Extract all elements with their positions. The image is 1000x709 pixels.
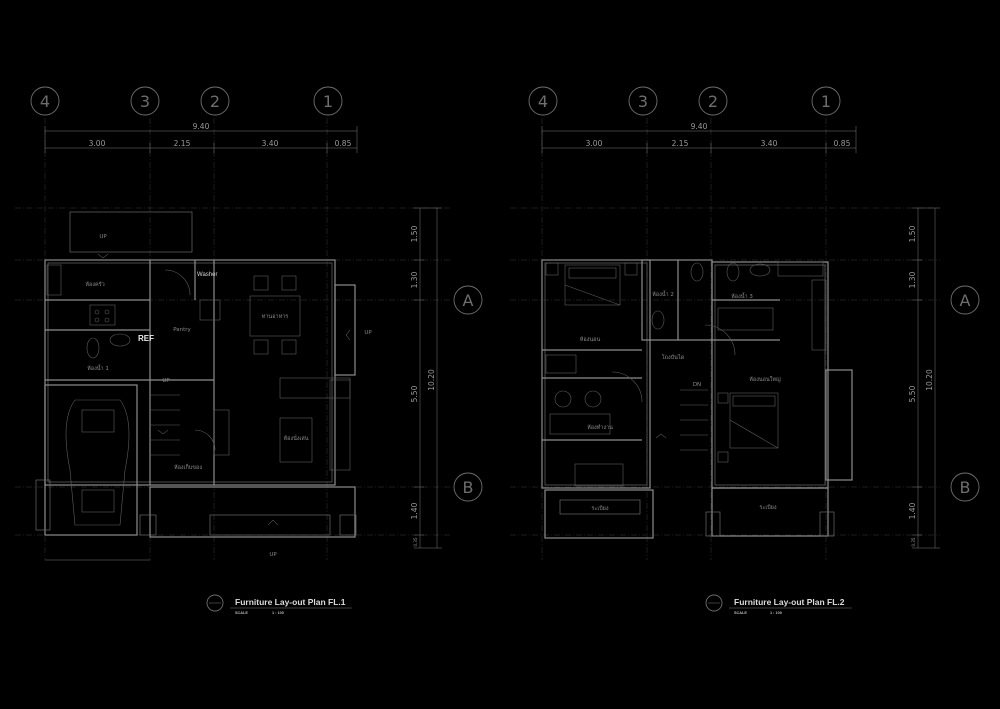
room-label: ห้องนอนใหญ่ (749, 376, 781, 383)
column-dim-label: 3.00 (586, 139, 603, 148)
row-dim-label: 0.35 (413, 537, 418, 546)
room-label: ห้องน้ำ 1 (87, 364, 109, 372)
row-dim-label: 1.40 (908, 502, 917, 519)
svg-text:B: B (960, 478, 971, 497)
grid-bubble-b: B (453, 472, 483, 502)
room-label: ห้องครัว (85, 281, 104, 288)
row-dim-label: 5.50 (908, 385, 917, 402)
room-label: ห้องน้ำ 3 (731, 292, 753, 300)
column-dim-label: 3.40 (262, 139, 279, 148)
room-label: ห้องเก็บของ (174, 463, 202, 471)
column-dim-label: 3.40 (761, 139, 778, 148)
room-labels: ห้องครัว ห้องน้ำ 1 ทานอาหาร ห้องนั่งเล่น… (85, 281, 308, 471)
title-block-fl2: Furniture Lay-out Plan FL.2 SCALE 1 : 10… (705, 594, 852, 615)
room-labels: ห้องนอน ห้องน้ำ 2 ห้องน้ำ 3 ห้องนอนใหญ่ … (580, 290, 781, 512)
row-dim-label: 1.50 (908, 225, 917, 242)
grid-bubble-2: 2 (200, 86, 230, 116)
row-dim-label: 1.30 (908, 271, 917, 288)
grid-bubble-3: 3 (628, 86, 658, 116)
tags: DN (655, 382, 701, 439)
svg-text:2: 2 (708, 92, 718, 111)
svg-text:3: 3 (638, 92, 648, 111)
ref-tag: REF (138, 334, 154, 343)
overall-width-label: 9.40 (691, 122, 708, 131)
room-label: ทานอาหาร (262, 314, 289, 320)
walls (541, 259, 853, 539)
dimension-top: 9.40 3.00 2.15 3.40 0.85 (541, 122, 857, 153)
row-dim-label: 1.40 (410, 502, 419, 519)
grid-bubble-4: 4 (528, 86, 558, 116)
svg-text:1: 1 (323, 92, 333, 111)
scale-value: 1 : 100 (770, 611, 782, 615)
down-tag: DN (693, 382, 701, 388)
svg-text:A: A (960, 291, 971, 310)
plan-fl1: 4 3 2 1 9.40 3.00 2.15 3.40 0.85 (15, 86, 483, 615)
scale-label: SCALE (235, 611, 248, 615)
dimension-right: 1.50 1.30 5.50 1.40 0.35 10.20 (410, 207, 442, 549)
row-dim-label: 1.50 (410, 225, 419, 242)
plan-title: Furniture Lay-out Plan FL.2 (734, 597, 845, 607)
column-dim-label: 3.00 (89, 139, 106, 148)
column-dim-label: 2.15 (174, 139, 191, 148)
plan-fl2: 4 3 2 1 9.40 3.00 2.15 3.40 0.85 (510, 86, 980, 615)
svg-text:2: 2 (210, 92, 220, 111)
up-tag: UP (269, 552, 277, 558)
svg-text:3: 3 (140, 92, 150, 111)
section-marker-icon (206, 594, 224, 612)
arrow-icon (157, 429, 169, 435)
column-dim-label: 0.85 (834, 139, 851, 148)
room-label: ห้องน้ำ 2 (652, 290, 674, 298)
row-dim-label: 5.50 (410, 385, 419, 402)
room-label: ห้องนั่งเล่น (283, 434, 308, 442)
section-marker-icon (705, 594, 723, 612)
column-dim-label: 0.85 (335, 139, 352, 148)
svg-text:B: B (463, 478, 474, 497)
overall-height-label: 10.20 (427, 369, 436, 391)
up-tag: UP (364, 330, 372, 336)
overall-height-label: 10.20 (925, 369, 934, 391)
svg-text:4: 4 (538, 92, 548, 111)
dimension-top: 9.40 3.00 2.15 3.40 0.85 (44, 122, 358, 153)
tags: Washer REF UP UP UP UP (97, 234, 372, 558)
row-dim-label: 0.35 (911, 537, 916, 546)
arrow-icon (267, 519, 279, 526)
dimension-right: 1.50 1.30 5.50 1.40 0.35 10.20 (908, 207, 940, 549)
scale-label: SCALE (734, 611, 747, 615)
grid-bubble-a: A (453, 285, 483, 315)
grid-bubble-1: 1 (811, 86, 841, 116)
row-dim-label: 1.30 (410, 271, 419, 288)
grid-bubble-2: 2 (698, 86, 728, 116)
room-label: ห้องนอน (580, 336, 601, 343)
grid-bubble-a: A (950, 285, 980, 315)
plan-title: Furniture Lay-out Plan FL.1 (235, 597, 346, 607)
svg-text:4: 4 (40, 92, 50, 111)
room-label: โถงบันได (662, 353, 685, 361)
title-block-fl1: Furniture Lay-out Plan FL.1 SCALE 1 : 10… (206, 594, 352, 615)
arrow-icon (97, 253, 109, 259)
furniture (545, 261, 827, 487)
column-dim-label: 2.15 (672, 139, 689, 148)
overall-width-label: 9.40 (193, 122, 210, 131)
arrow-icon (655, 433, 667, 439)
room-label: ห้องทำงาน (587, 424, 613, 431)
furniture (46, 264, 351, 526)
up-tag: UP (162, 378, 170, 384)
svg-text:1: 1 (821, 92, 831, 111)
grid-bubble-3: 3 (130, 86, 160, 116)
room-label: Pantry (173, 327, 191, 333)
room-label: ระเบียง (759, 504, 777, 511)
grid-bubble-4: 4 (30, 86, 60, 116)
scale-value: 1 : 100 (272, 611, 284, 615)
grid-bubble-1: 1 (313, 86, 343, 116)
room-label: ระเบียง (591, 505, 609, 512)
arrow-icon (345, 329, 351, 341)
grid-bubble-b: B (950, 472, 980, 502)
washer-tag: Washer (197, 272, 217, 278)
up-tag: UP (99, 234, 107, 240)
svg-text:A: A (463, 291, 474, 310)
